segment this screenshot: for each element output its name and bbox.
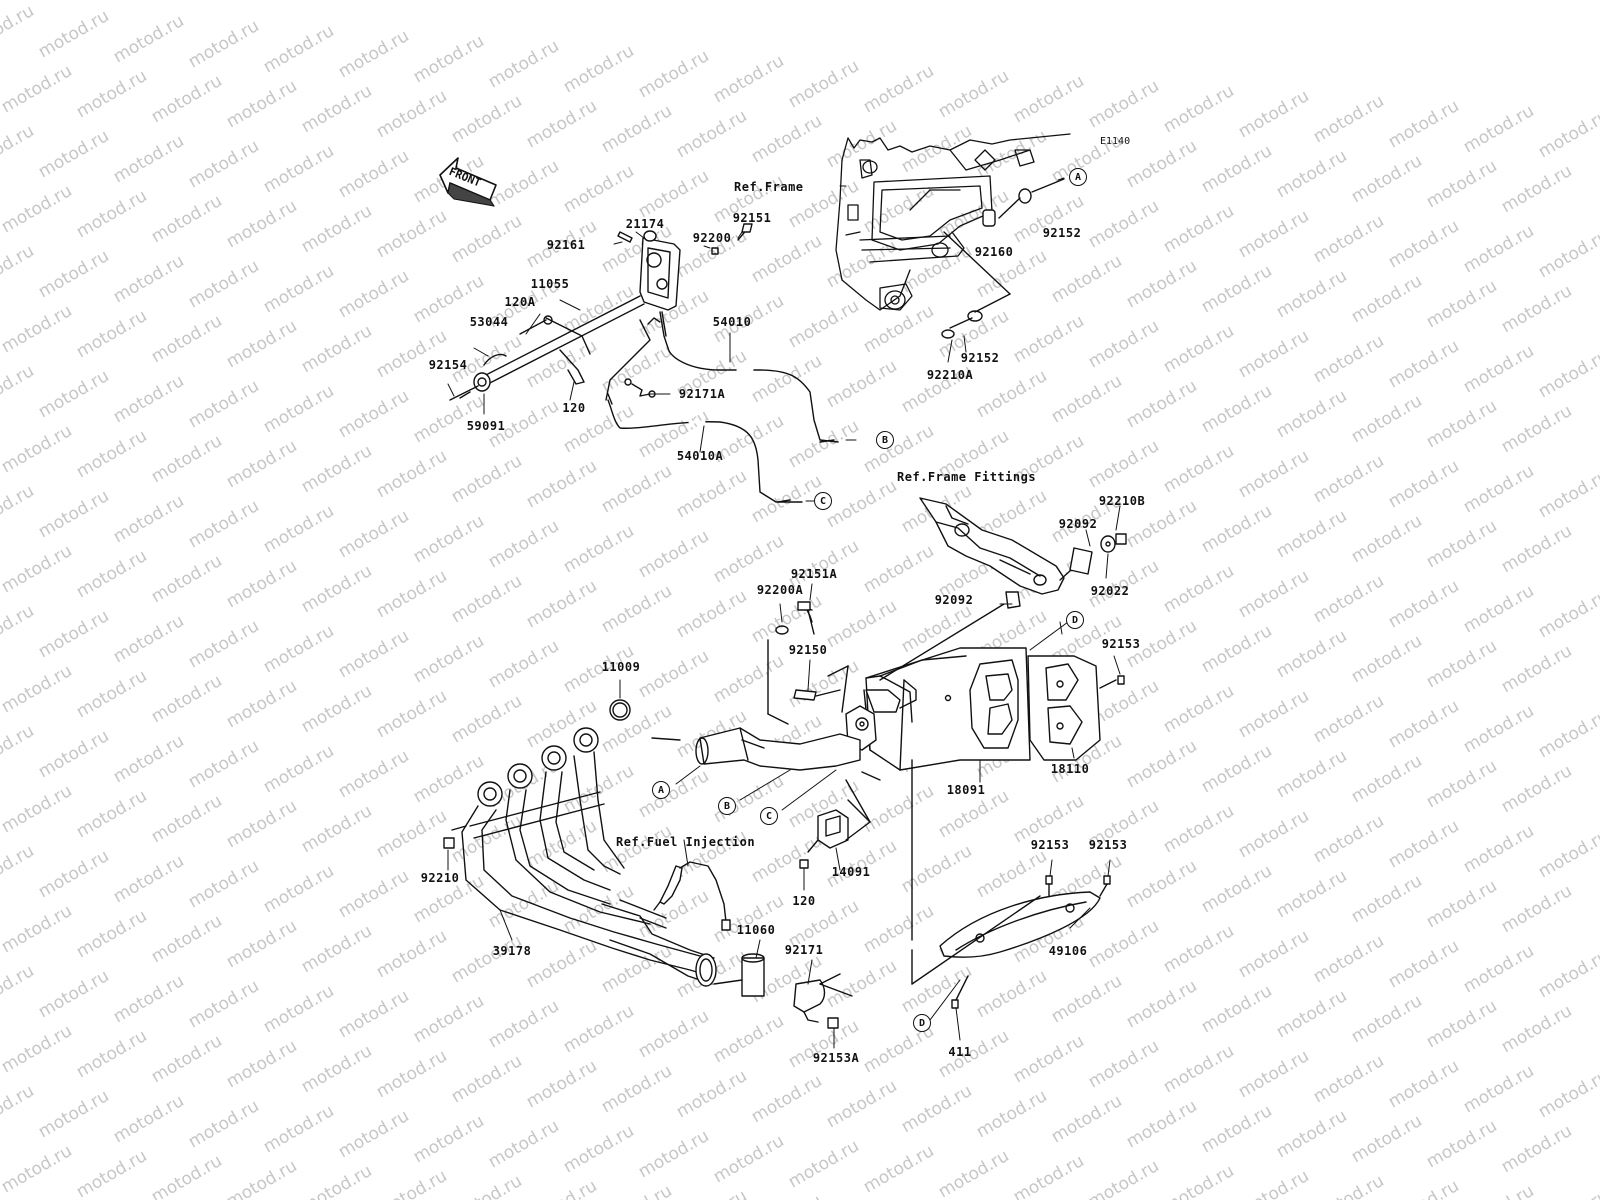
ref-fuel-injection-label[interactable]: Ref.Fuel Injection: [616, 835, 756, 849]
part-label-54010[interactable]: 54010: [712, 315, 752, 329]
ref-frame-fittings-label[interactable]: Ref.Frame Fittings: [897, 470, 1037, 484]
part-label-92161[interactable]: 92161: [546, 238, 586, 252]
part-label-92210B[interactable]: 92210B: [1098, 494, 1146, 508]
part-label-11060[interactable]: 11060: [736, 923, 776, 937]
part-label-411[interactable]: 411: [948, 1045, 972, 1059]
exhaust-header-pipes: [443, 727, 717, 987]
mounting-bracket: [799, 771, 881, 869]
front-arrow-icon: [439, 157, 497, 207]
callout-b-pipe[interactable]: B: [718, 797, 736, 815]
part-label-92150[interactable]: 92150: [788, 643, 828, 657]
part-label-92171[interactable]: 92171: [784, 943, 824, 957]
muffler-body: [863, 647, 1125, 771]
part-label-92152-lower[interactable]: 92152: [960, 351, 1000, 365]
leader-lines: [447, 177, 1121, 1049]
callout-a-frame[interactable]: A: [1069, 168, 1087, 186]
part-label-92152-upper[interactable]: 92152: [1042, 226, 1082, 240]
part-label-92092-upper[interactable]: 92092: [1058, 517, 1098, 531]
part-label-14091[interactable]: 14091: [831, 865, 871, 879]
callout-a-pipe[interactable]: A: [652, 781, 670, 799]
part-label-53044[interactable]: 53044: [469, 315, 509, 329]
part-label-92200A[interactable]: 92200A: [756, 583, 804, 597]
pulley-shaft: [449, 295, 645, 401]
part-label-120[interactable]: 120: [562, 401, 586, 415]
part-label-92022[interactable]: 92022: [1090, 584, 1130, 598]
part-label-92171A[interactable]: 92171A: [678, 387, 726, 401]
part-label-92160[interactable]: 92160: [974, 245, 1014, 259]
heat-guard: [911, 759, 1111, 1009]
part-label-92154[interactable]: 92154: [428, 358, 468, 372]
oxygen-sensor: [653, 861, 731, 931]
part-label-92153-guard-left[interactable]: 92153: [1030, 838, 1070, 852]
frame-fitting-bracket: [919, 497, 1127, 609]
connector-pipe: [651, 727, 861, 771]
part-label-11055[interactable]: 11055: [530, 277, 570, 291]
part-label-92153-muffler[interactable]: 92153: [1101, 637, 1141, 651]
callout-c-pipe[interactable]: C: [760, 807, 778, 825]
part-label-92210A[interactable]: 92210A: [926, 368, 974, 382]
part-label-92200[interactable]: 92200: [692, 231, 732, 245]
part-label-59091[interactable]: 59091: [466, 419, 506, 433]
part-label-49106[interactable]: 49106: [1048, 944, 1088, 958]
part-label-92153A[interactable]: 92153A: [812, 1051, 860, 1065]
part-label-39178[interactable]: 39178: [492, 944, 532, 958]
ref-frame-label[interactable]: Ref.Frame: [734, 180, 804, 194]
collar-and-clamp: [713, 953, 853, 1029]
part-label-92153-guard-right[interactable]: 92153: [1088, 838, 1128, 852]
diagram-code: E1140: [1100, 136, 1131, 147]
hanger-bolts: [767, 601, 1005, 725]
part-label-92092-lower[interactable]: 92092: [934, 593, 974, 607]
part-label-18091[interactable]: 18091: [946, 783, 986, 797]
part-label-120-lower[interactable]: 120: [792, 894, 816, 908]
control-cables: [605, 311, 839, 503]
frame-illustration: [835, 133, 1071, 311]
part-label-92210[interactable]: 92210: [420, 871, 460, 885]
callout-d-muffler[interactable]: D: [1066, 611, 1084, 629]
valve-actuator-assembly: [617, 223, 753, 311]
part-label-54010A[interactable]: 54010A: [676, 449, 724, 463]
frame-hardware: [941, 178, 1065, 339]
gasket-ring: [609, 699, 631, 721]
callout-b-cable[interactable]: B: [876, 431, 894, 449]
callout-d-guard[interactable]: D: [913, 1014, 931, 1032]
callout-c-cable[interactable]: C: [814, 492, 832, 510]
part-label-92151[interactable]: 92151: [732, 211, 772, 225]
part-label-11009[interactable]: 11009: [601, 660, 641, 674]
part-label-92151A[interactable]: 92151A: [790, 567, 838, 581]
part-label-18110[interactable]: 18110: [1050, 762, 1090, 776]
part-label-120A[interactable]: 120A: [504, 295, 536, 309]
part-label-21174[interactable]: 21174: [625, 217, 665, 231]
